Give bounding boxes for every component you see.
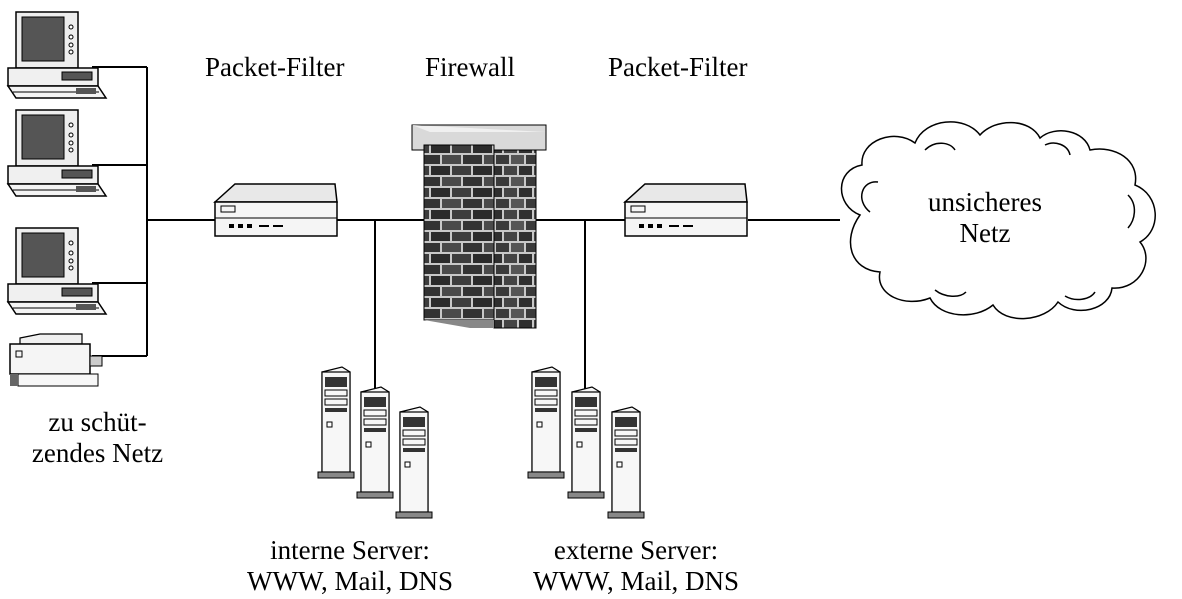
server-tower-icon-int-3 — [395, 406, 433, 519]
packet-filter-left-label: Packet-Filter — [205, 52, 345, 82]
protected-net-label: zu schüt- zendes Netz — [10, 407, 185, 469]
internal-servers-label: interne Server: WWW, Mail, DNS — [212, 535, 488, 597]
router-icon-left — [214, 183, 338, 237]
server-tower-icon-int-2 — [356, 386, 394, 499]
server-tower-icon-int-1 — [317, 366, 355, 479]
brick-wall-icon — [411, 124, 547, 329]
pc-icon-2 — [7, 109, 107, 197]
pc-icon-1 — [7, 11, 107, 99]
pc-icon-3 — [7, 227, 107, 315]
protected-net-line1: zu schüt- — [48, 407, 147, 437]
protected-net-line2: zendes Netz — [31, 438, 164, 468]
unsafe-net-line1: unsicheres — [928, 187, 1042, 217]
external-servers-line1: externe Server: — [553, 535, 719, 565]
server-tower-icon-ext-2 — [567, 386, 605, 499]
server-tower-icon-ext-1 — [527, 366, 565, 479]
external-servers-line2: WWW, Mail, DNS — [533, 566, 739, 596]
internal-servers-line1: interne Server: — [270, 535, 430, 565]
internal-servers-line2: WWW, Mail, DNS — [247, 566, 453, 596]
packet-filter-right-label: Packet-Filter — [608, 52, 748, 82]
unsafe-net-label: unsicheres Netz — [905, 187, 1065, 249]
unsafe-net-line2: Netz — [959, 218, 1011, 248]
cloud-icon — [840, 121, 1156, 320]
firewall-label: Firewall — [425, 52, 515, 82]
router-icon-right — [624, 183, 748, 237]
external-servers-label: externe Server: WWW, Mail, DNS — [498, 535, 774, 597]
server-tower-icon-ext-3 — [607, 406, 645, 519]
printer-icon — [9, 333, 103, 387]
